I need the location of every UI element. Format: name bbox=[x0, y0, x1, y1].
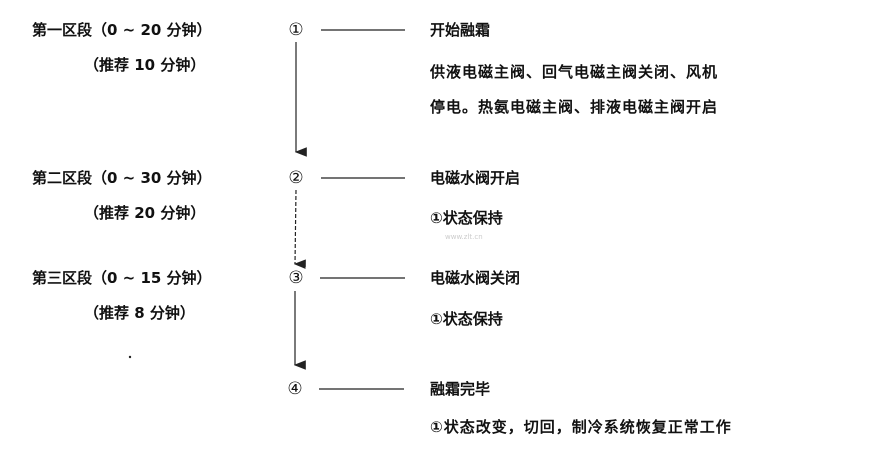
step-3-desc: ①状态保持 bbox=[430, 310, 503, 328]
segment-2-label: 第二区段（0 ~ 30 分钟） bbox=[32, 169, 212, 187]
step-1-marker: ① bbox=[288, 20, 304, 40]
segment-3-label: 第三区段（0 ~ 15 分钟） bbox=[32, 269, 212, 287]
step-1-desc-line-2: 停电。热氨电磁主阀、排液电磁主阀开启 bbox=[430, 98, 719, 116]
segment-3-recommend: （推荐 8 分钟） bbox=[84, 304, 195, 322]
segment-2-recommend: （推荐 20 分钟） bbox=[84, 204, 206, 222]
step-3-title: 电磁水阀关闭 bbox=[430, 269, 521, 287]
step-2-desc: ①状态保持 bbox=[430, 209, 503, 227]
step-2-marker: ② bbox=[288, 168, 304, 188]
step-4-marker: ④ bbox=[287, 379, 303, 399]
segment-1-label: 第一区段（0 ~ 20 分钟） bbox=[32, 21, 212, 39]
step-4-desc: ①状态改变，切回，制冷系统恢复正常工作 bbox=[430, 418, 732, 436]
step-3-marker: ③ bbox=[288, 268, 304, 288]
step-2-title: 电磁水阀开启 bbox=[430, 169, 521, 187]
step-1-title: 开始融霜 bbox=[430, 21, 491, 39]
arrow-2-3 bbox=[293, 189, 306, 269]
step-1-desc-line-1: 供液电磁主阀、回气电磁主阀关闭、风机 bbox=[430, 63, 719, 81]
step-4-title: 融霜完毕 bbox=[430, 380, 491, 398]
dot bbox=[128, 355, 132, 359]
segment-1-recommend: （推荐 10 分钟） bbox=[84, 56, 206, 74]
watermark: www.zlt.cn bbox=[445, 233, 483, 241]
